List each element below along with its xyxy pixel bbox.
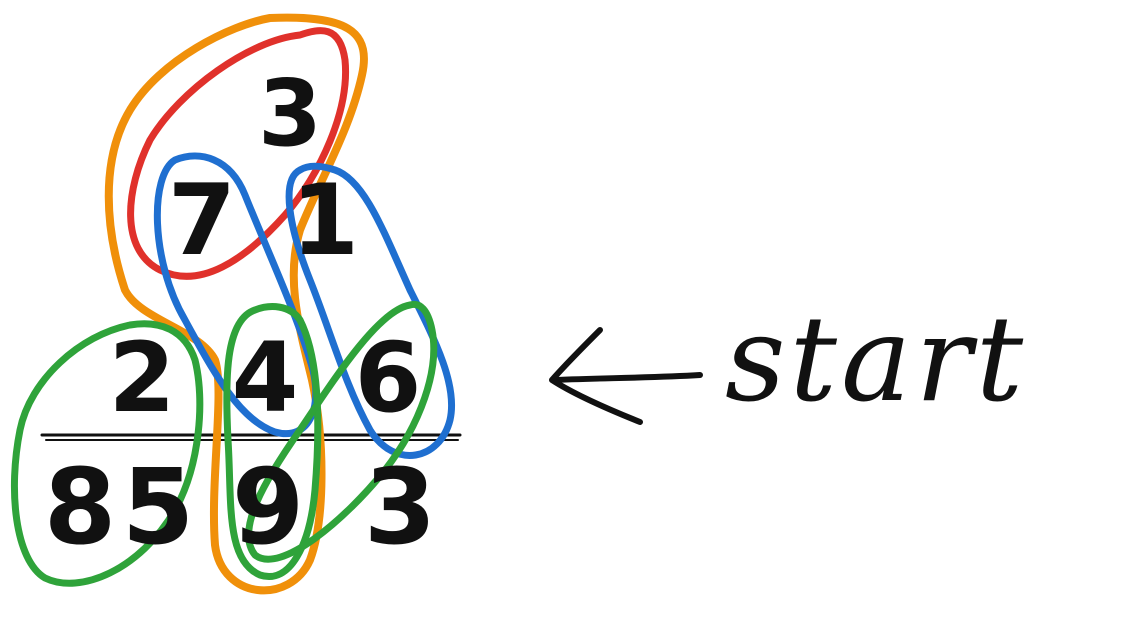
digit-top: 3 [257, 60, 322, 167]
divider-line [40, 433, 462, 441]
green-loop-right [245, 300, 438, 563]
digit-third-1: 2 [108, 322, 176, 434]
red-loop [127, 27, 350, 280]
start-label: start [725, 290, 1028, 428]
digit-second-1: 7 [167, 164, 237, 278]
digit-second-2: 1 [290, 164, 360, 278]
digit-result-2: 5 [121, 446, 195, 568]
left-arrow-icon [549, 327, 703, 425]
digit-third-2: 4 [231, 322, 299, 434]
green-loop-left [10, 320, 204, 587]
digit-result-4: 3 [363, 446, 437, 568]
digit-result-1: 8 [43, 446, 117, 568]
digit-third-3: 6 [354, 322, 422, 434]
blue-loop-right [285, 162, 456, 459]
orange-loop [104, 13, 368, 595]
green-loop-middle [223, 303, 322, 580]
digit-result-3: 9 [231, 446, 305, 568]
